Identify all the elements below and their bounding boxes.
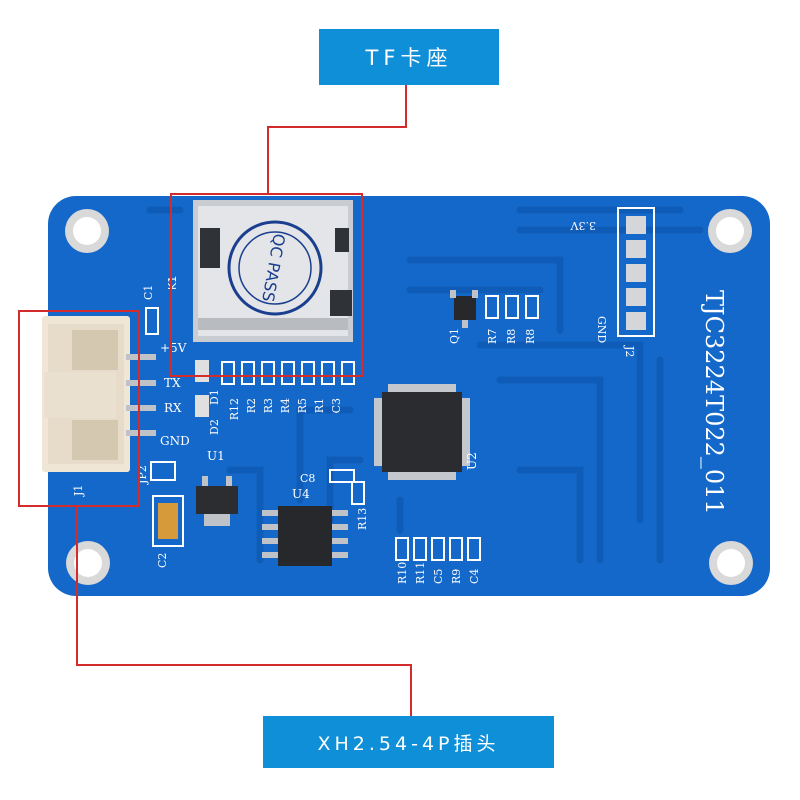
sd-k1-label: K1	[166, 276, 179, 290]
board-model-label: TJC3224T022_011	[700, 290, 728, 515]
svg-text:GND: GND	[160, 434, 190, 448]
j1-label: J1	[72, 485, 85, 497]
svg-text:C5: C5	[432, 569, 445, 584]
svg-text:+5V: +5V	[160, 341, 187, 355]
flash-chip-u4	[262, 506, 348, 566]
jp2-label: JP2	[136, 465, 149, 485]
resistor-row-top	[221, 361, 355, 385]
svg-text:RX: RX	[164, 401, 182, 415]
svg-text:C3: C3	[330, 398, 343, 413]
svg-text:R8: R8	[505, 329, 518, 344]
leader-line-top	[267, 85, 407, 194]
header-j2	[617, 207, 655, 337]
resistor-r13	[351, 481, 365, 505]
resistor-row-labels: R12 R2 R3 R4 R5 R1 C3	[228, 398, 343, 420]
mounting-hole-tr	[708, 209, 752, 253]
transistor-q1	[450, 290, 478, 328]
u2-label: U2	[465, 452, 479, 470]
svg-text:TX: TX	[164, 376, 181, 390]
svg-text:R8: R8	[524, 329, 537, 344]
r13-label: R13	[356, 508, 369, 530]
j2-label: J2	[623, 345, 636, 357]
svg-text:R5: R5	[296, 398, 309, 413]
d2-label: D2	[208, 419, 221, 435]
leader-line-bottom	[76, 506, 412, 716]
connector-pin-labels: +5V TX RX GND	[160, 341, 190, 448]
diode-d1	[195, 360, 209, 382]
svg-text:R12: R12	[228, 398, 241, 420]
jumper-jp2	[150, 461, 176, 481]
u4-label: U4	[292, 487, 310, 501]
resistor-row-mid	[485, 295, 539, 319]
c1-label: C1	[142, 285, 155, 300]
c2-label: C2	[156, 553, 169, 568]
u1-label: U1	[207, 449, 225, 463]
connector-highlight-box	[18, 310, 140, 507]
svg-text:R11: R11	[414, 562, 427, 584]
svg-text:R2: R2	[245, 398, 258, 413]
mcu-u2	[374, 384, 470, 480]
regulator-u1	[196, 476, 238, 526]
capacitor-c8	[329, 469, 355, 483]
resistor-row-bottom	[395, 537, 481, 561]
mounting-hole-tl	[65, 209, 109, 253]
svg-text:R9: R9	[450, 569, 463, 584]
mounting-hole-bl	[66, 541, 110, 585]
mounting-hole-br	[709, 541, 753, 585]
capacitor-c2	[152, 495, 184, 547]
svg-text:R4: R4	[279, 398, 292, 413]
d1-label: D1	[208, 389, 221, 405]
c8-label: C8	[300, 472, 315, 485]
diode-d2	[195, 395, 209, 417]
j2-3v3-label: 3.3V	[570, 219, 596, 232]
mid-labels: Q1 R7 R8 R8	[448, 328, 537, 344]
svg-text:R10: R10	[396, 562, 409, 584]
tf-card-slot: QC PASS	[193, 200, 353, 342]
svg-text:C4: C4	[468, 569, 481, 584]
svg-text:R1: R1	[313, 398, 326, 413]
capacitor-c1	[145, 307, 159, 335]
svg-text:R3: R3	[262, 398, 275, 413]
bottom-labels: R10 R11 C5 R9 C4	[396, 562, 481, 584]
xh-connector-callout: XH2.54-4P插头	[263, 716, 554, 768]
j2-gnd-label: GND	[595, 316, 608, 343]
svg-text:R7: R7	[486, 329, 499, 344]
sd-highlight-box	[170, 193, 363, 377]
xh-connector	[42, 316, 156, 472]
tf-card-slot-callout: TF卡座	[319, 29, 499, 85]
svg-text:Q1: Q1	[448, 328, 461, 344]
